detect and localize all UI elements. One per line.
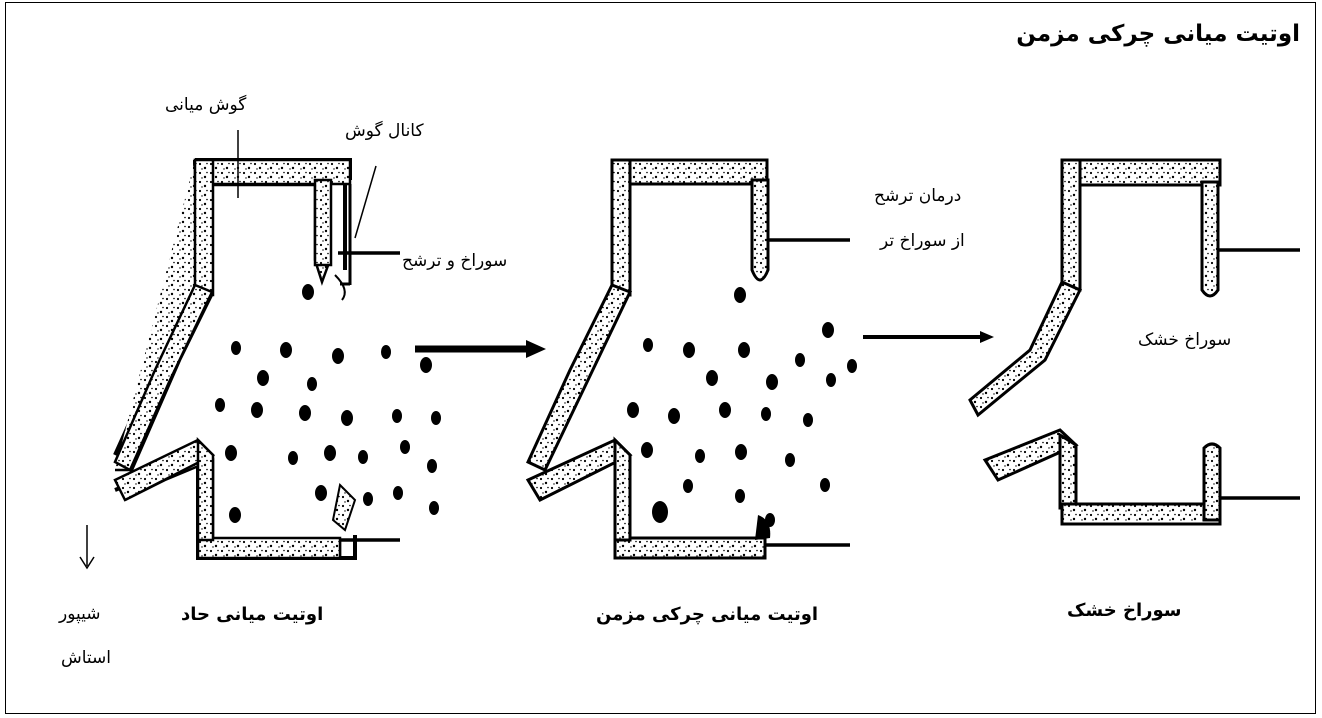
figure-frame [5, 2, 1316, 714]
label-middle-ear: گوش میانی [165, 95, 247, 115]
arrow-chronic-to-dry [863, 331, 994, 343]
caption-chronic: اوتیت میانی چرکی مزمن [596, 604, 819, 625]
label-perforation-discharge: سوراخ و ترشح [402, 251, 508, 271]
ear-dry-perforation [968, 158, 1300, 526]
caption-dry: سوراخ خشک [1067, 600, 1182, 621]
label-ear-canal: کانال گوش [345, 121, 424, 141]
figure-title: اوتیت میانی چرکی مزمن [1016, 21, 1300, 47]
pus-droplets [215, 284, 441, 523]
label-eustachian-line1: شیپور [59, 604, 101, 624]
ear-acute [113, 158, 441, 560]
caption-acute: اوتیت میانی حاد [181, 604, 324, 625]
label-treatment-line1: درمان ترشح [874, 186, 962, 206]
label-treatment-line2: از سوراخ تر [880, 231, 965, 251]
arrow-acute-to-chronic [415, 340, 546, 358]
ear-canal-pointer [354, 165, 377, 239]
label-eustachian-line2: استاش [61, 648, 112, 668]
label-dry-perforation: سوراخ خشک [1138, 330, 1232, 350]
ear-chronic [525, 158, 857, 560]
eustachian-tube-arrow [79, 525, 95, 570]
pus-droplets [627, 287, 857, 527]
